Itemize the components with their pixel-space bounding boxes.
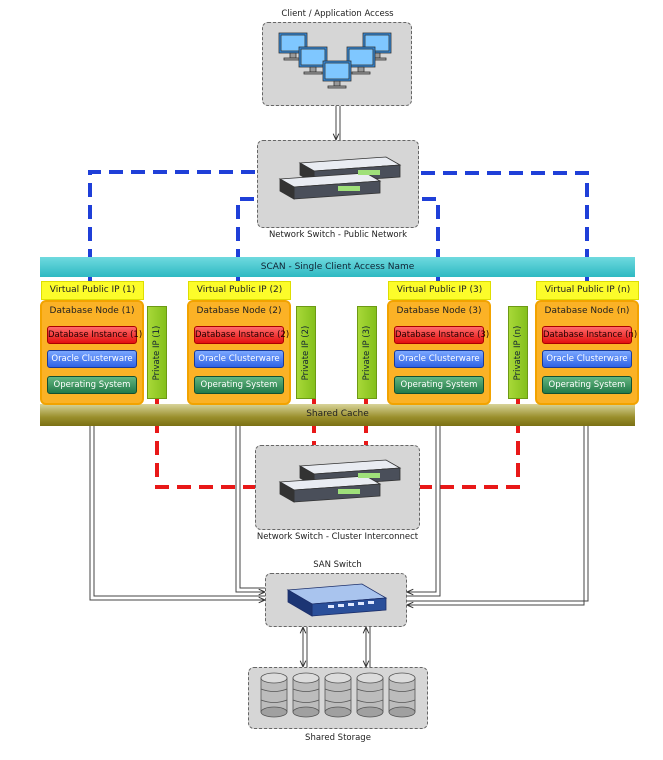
- private-ip-label: Private IP (n): [513, 325, 523, 380]
- private-ip-label: Private IP (3): [362, 325, 372, 380]
- san-switch-label: SAN Switch: [313, 560, 362, 570]
- private-ip-label: Private IP (1): [152, 325, 162, 380]
- private-ip-2: Private IP (2): [296, 306, 316, 399]
- operating-system: Operating System: [394, 376, 484, 394]
- database-instance: Database Instance (3): [394, 326, 489, 344]
- database-node-1: Database Node (1) Database Instance (1) …: [40, 300, 144, 405]
- oracle-clusterware: Oracle Clusterware: [47, 350, 137, 368]
- interconnect-switch-box: [255, 445, 420, 530]
- public-link-node-2: [236, 197, 258, 285]
- shared-cache-bar: Shared Cache: [40, 404, 635, 426]
- node2-san-link: [236, 408, 265, 592]
- scan-bar: SCAN - Single Client Access Name: [40, 257, 635, 277]
- private-ip-1: Private IP (1): [147, 306, 167, 399]
- network-switch-icon: [278, 459, 402, 503]
- database-instance: Database Instance (1): [47, 326, 142, 344]
- interconnect-switch-label: Network Switch - Cluster Interconnect: [256, 532, 419, 542]
- vip-n: Virtual Public IP (n): [536, 281, 639, 300]
- node-title: Database Node (n): [544, 306, 630, 316]
- database-instance: Database Instance (n): [542, 326, 637, 344]
- monitors-icon: [278, 32, 392, 89]
- oracle-clusterware: Oracle Clusterware: [394, 350, 484, 368]
- database-node-3: Database Node (3) Database Instance (3) …: [387, 300, 491, 405]
- public-switch-box: [257, 140, 419, 228]
- operating-system: Operating System: [47, 376, 137, 394]
- san-links: [90, 106, 589, 667]
- public-switch-label: Network Switch - Public Network: [268, 230, 408, 240]
- private-ip-label: Private IP (2): [301, 325, 311, 380]
- operating-system: Operating System: [542, 376, 632, 394]
- node-title: Database Node (1): [49, 306, 135, 316]
- client-access-label: Client / Application Access: [281, 9, 394, 19]
- database-node-n: Database Node (n) Database Instance (n) …: [535, 300, 639, 405]
- shared-storage-box: [248, 667, 428, 729]
- database-node-2: Database Node (2) Database Instance (2) …: [187, 300, 291, 405]
- public-link-node-1: [88, 170, 258, 285]
- client-access-box: [262, 22, 412, 106]
- operating-system: Operating System: [194, 376, 284, 394]
- vip-1: Virtual Public IP (1): [41, 281, 144, 300]
- shared-storage-label: Shared Storage: [305, 733, 371, 743]
- oracle-clusterware: Oracle Clusterware: [194, 350, 284, 368]
- private-ip-n: Private IP (n): [508, 306, 528, 399]
- oracle-clusterware: Oracle Clusterware: [542, 350, 632, 368]
- san-switch-icon: [286, 583, 388, 617]
- public-network-links: [88, 170, 589, 285]
- disk-array-icon: [260, 672, 416, 718]
- vip-3: Virtual Public IP (3): [388, 281, 491, 300]
- network-switch-icon: [278, 156, 402, 200]
- public-link-node-n: [418, 171, 589, 285]
- vip-2: Virtual Public IP (2): [188, 281, 291, 300]
- database-instance: Database Instance (2): [194, 326, 289, 344]
- node1-san-link: [90, 408, 265, 600]
- public-link-node-3: [418, 197, 440, 285]
- node-title: Database Node (2): [196, 306, 282, 316]
- san-switch-box: [265, 573, 407, 627]
- private-ip-3: Private IP (3): [357, 306, 377, 399]
- noden-san-link: [407, 408, 584, 605]
- node-title: Database Node (3): [396, 306, 482, 316]
